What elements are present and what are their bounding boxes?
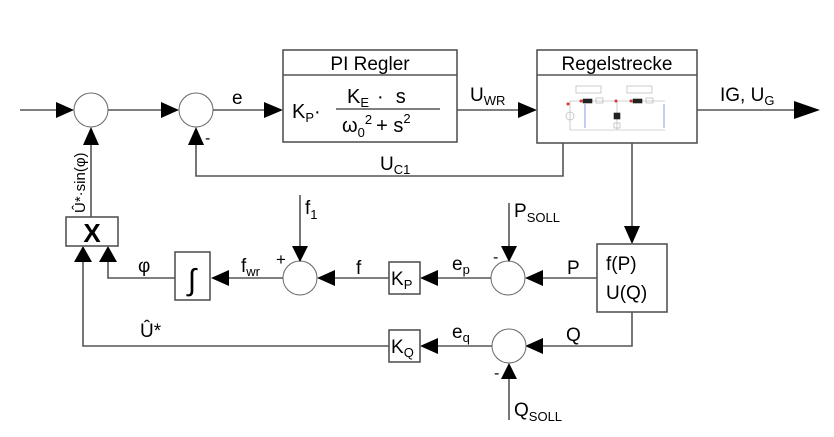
- arrow: [794, 101, 820, 119]
- arrow: [317, 270, 335, 286]
- signal-e-label: e: [232, 88, 243, 109]
- plant-title: Regelstrecke: [562, 54, 673, 75]
- arrow: [518, 102, 537, 118]
- arrow: [525, 338, 543, 354]
- arrow: [161, 102, 179, 118]
- summing-junction-2: [178, 92, 214, 128]
- signal-usin-label: Û*·sin(φ): [72, 152, 89, 213]
- signal-uwr-label: UWR: [470, 85, 505, 108]
- arrow: [525, 270, 543, 286]
- signal-uc1-label: UC1: [380, 154, 410, 177]
- summing-junction-1: [73, 92, 109, 128]
- arrow: [264, 102, 283, 118]
- svg-text:KP: KP: [391, 269, 412, 292]
- plus-sign: +: [276, 250, 286, 269]
- minus-sign: -: [205, 130, 210, 147]
- signal-phi-label: φ: [138, 256, 150, 277]
- arrow: [211, 270, 229, 286]
- fp-label: f(P): [606, 254, 637, 275]
- multiplier-block: X: [65, 216, 119, 248]
- kp-block: KP: [388, 261, 421, 295]
- signal-f1-label: f1: [305, 198, 318, 222]
- arrow: [74, 246, 92, 262]
- signal-q-label: Q: [566, 325, 581, 346]
- arrow: [501, 246, 517, 262]
- fp-uq-block: f(P) U(Q): [596, 243, 668, 313]
- kq-block: KQ: [388, 329, 421, 363]
- signal-p-label: P: [567, 258, 580, 279]
- uhat-line: [82, 258, 389, 347]
- uc1-feedback-line: [195, 137, 564, 177]
- svg-text:KQ: KQ: [391, 337, 414, 360]
- circuit-schematic-thumbnail: [565, 85, 665, 131]
- integrator-block: ∫: [174, 251, 211, 301]
- minus-sign: -: [493, 249, 498, 266]
- arrow: [56, 102, 74, 118]
- integral-symbol: ∫: [186, 264, 198, 297]
- pi-gain: KP·: [292, 101, 321, 125]
- arrow: [188, 127, 204, 145]
- minus-sign: -: [494, 365, 499, 382]
- arrow: [420, 338, 438, 354]
- multiply-symbol: X: [83, 218, 101, 248]
- arrow: [624, 226, 640, 244]
- q-line: [535, 312, 633, 347]
- arrow: [420, 270, 438, 286]
- pi-denominator: ω02+ s2: [342, 111, 411, 140]
- signal-psoll-label: PSOLL: [514, 201, 560, 225]
- pi-controller-title: PI Regler: [330, 54, 410, 75]
- pi-numerator: KE·s: [347, 86, 406, 110]
- pi-controller-block: PI Regler KP· KE·s ω02+ s2: [282, 49, 458, 143]
- plant-block: Regelstrecke: [536, 49, 698, 144]
- signal-qsoll-label: QSOLL: [514, 400, 562, 424]
- signal-output-label: IG, UG: [720, 85, 774, 108]
- summing-junction-q: [491, 328, 527, 364]
- arrow: [83, 127, 99, 145]
- uq-label: U(Q): [606, 283, 647, 304]
- signal-ep-label: ep: [452, 254, 470, 277]
- summing-junction-f: [282, 260, 318, 296]
- signal-f-label: f: [356, 258, 362, 279]
- phi-line: [107, 258, 175, 279]
- arrow: [99, 246, 117, 262]
- summing-junction-p: [490, 260, 526, 296]
- signal-eq-label: eq: [452, 322, 470, 345]
- signal-fwr-label: fwr: [241, 256, 261, 279]
- arrow: [501, 363, 517, 379]
- arrow: [292, 246, 308, 262]
- signal-uhat-label: Û*: [140, 320, 162, 342]
